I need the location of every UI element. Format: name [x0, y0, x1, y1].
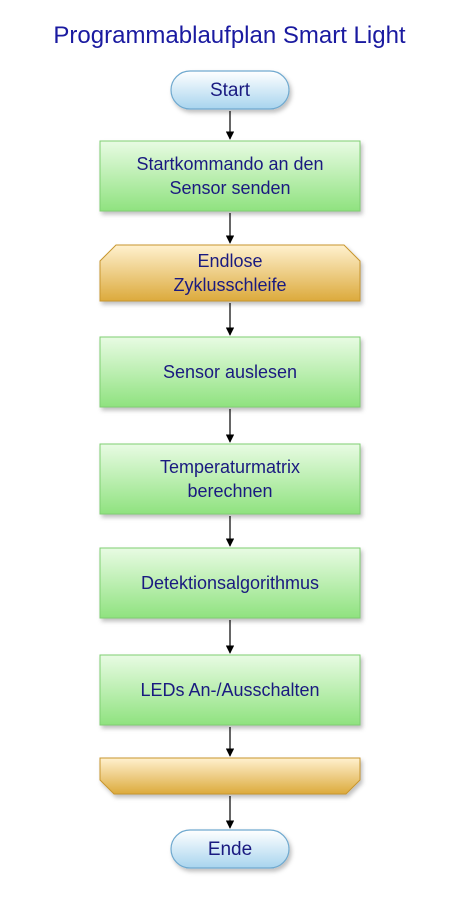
- node-end: Ende: [170, 829, 290, 869]
- node-loop-end: [99, 757, 361, 795]
- node-compute-matrix: Temperaturmatrix berechnen: [99, 443, 361, 515]
- detection-shape: [99, 547, 361, 619]
- loop-start-label-line-1: Endlose: [197, 251, 262, 271]
- send-start-command-label-line-1: Startkommando an den: [136, 154, 323, 174]
- node-leds: LEDs An-/Ausschalten: [99, 654, 361, 726]
- leds-shape: [99, 654, 361, 726]
- start-shape: [170, 70, 290, 110]
- node-detection: Detektionsalgorithmus: [99, 547, 361, 619]
- read-sensor-label-line-1: Sensor auslesen: [163, 362, 297, 382]
- send-start-command-label-line-2: Sensor senden: [169, 178, 290, 198]
- send-start-command-shape: [99, 140, 361, 212]
- end-shape: [170, 829, 290, 869]
- loop-end-shape: [99, 757, 361, 795]
- compute-matrix-label-line-1: Temperaturmatrix: [160, 457, 300, 477]
- detection-label-line-1: Detektionsalgorithmus: [141, 573, 319, 593]
- end-label-line-1: Ende: [208, 839, 252, 860]
- leds-label-line-1: LEDs An-/Ausschalten: [140, 680, 319, 700]
- read-sensor-shape: [99, 336, 361, 408]
- loop-start-label-line-2: Zyklusschleife: [173, 275, 286, 295]
- node-read-sensor: Sensor auslesen: [99, 336, 361, 408]
- start-label-line-1: Start: [210, 80, 251, 101]
- loop-start-shape: [99, 244, 361, 302]
- node-start: Start: [170, 70, 290, 110]
- diagram-title: Programmablaufplan Smart Light: [53, 22, 406, 49]
- compute-matrix-label-line-2: berechnen: [187, 481, 272, 501]
- compute-matrix-shape: [99, 443, 361, 515]
